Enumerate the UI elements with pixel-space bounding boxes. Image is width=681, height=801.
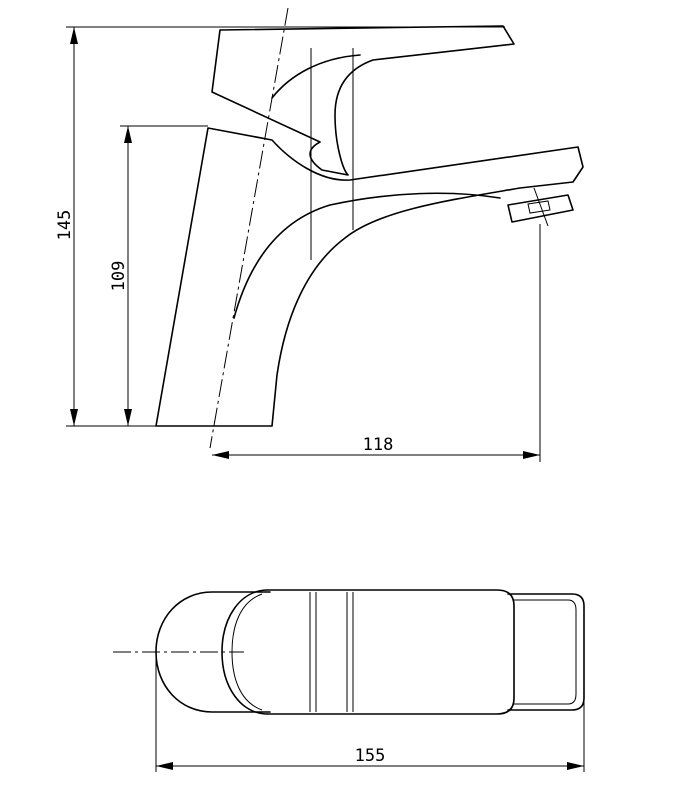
dim-reach-label: 118	[363, 435, 394, 455]
side-view: 145 109 118	[55, 7, 584, 462]
dim-length-label: 155	[355, 746, 386, 766]
dim-spout-height: 109	[109, 125, 208, 426]
dim-reach: 118	[212, 224, 541, 462]
faucet-body-outline	[155, 127, 584, 427]
outlet-end-block	[507, 593, 585, 711]
dim-total-height: 145	[55, 26, 505, 427]
aerator	[507, 194, 574, 223]
lever-top-outline	[221, 589, 515, 715]
lever-handle	[211, 25, 515, 176]
aerator-detail	[527, 200, 551, 214]
body-inner-curve	[233, 192, 501, 319]
center-line-side	[209, 7, 289, 449]
outlet-end-inner	[514, 599, 577, 705]
lever-inner-curve	[271, 54, 361, 99]
dim-total-height-label: 145	[55, 210, 75, 241]
dim-spout-height-label: 109	[109, 261, 129, 292]
outlet-axis-line	[533, 187, 549, 227]
dim-length: 155	[155, 652, 585, 772]
top-view: 155	[113, 589, 585, 772]
